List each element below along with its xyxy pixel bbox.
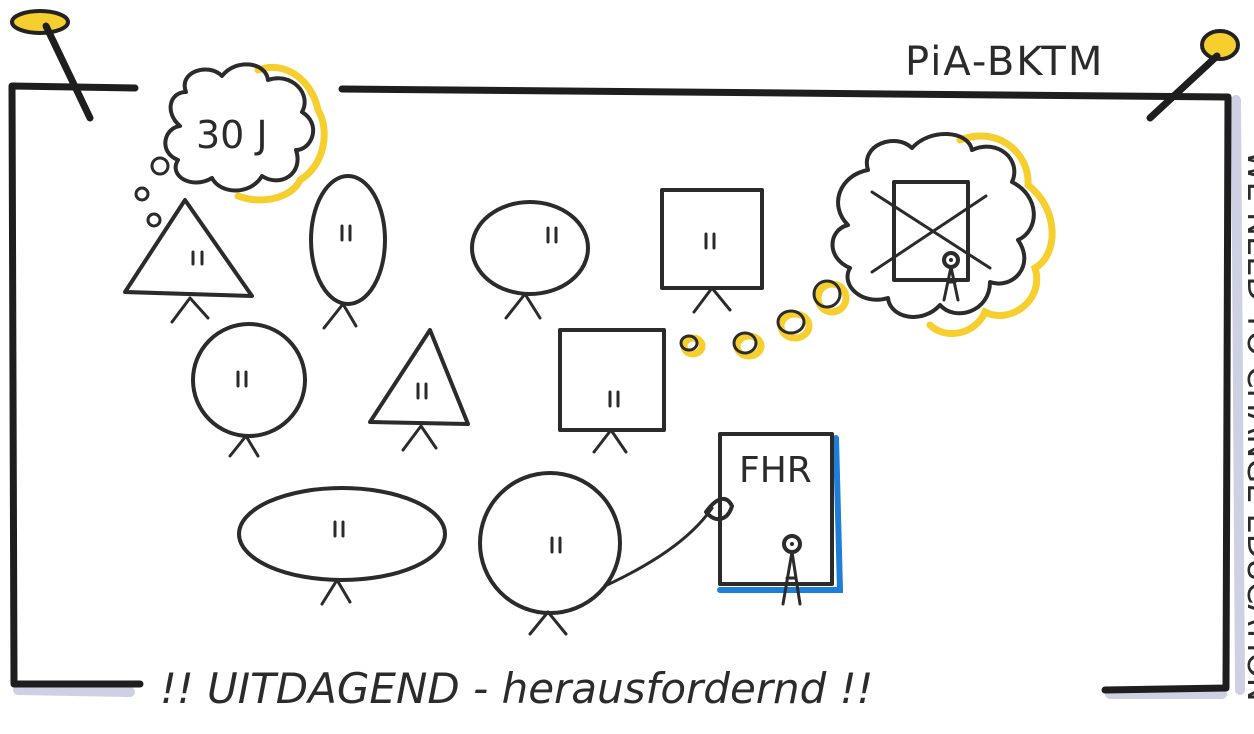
footer-caption: !! UITDAGEND - herausfordernd !! <box>160 664 873 713</box>
side-text: WE NEED TO CHANGE EDUCATION <box>1240 150 1254 702</box>
figure-triangle-small <box>368 328 470 452</box>
figure-square-mid <box>558 328 666 454</box>
frame <box>8 82 1245 699</box>
figure-presenter <box>478 471 734 636</box>
pin-left-icon <box>10 9 94 122</box>
pin-right-icon <box>1146 29 1240 122</box>
thought-bubble-left: 30 J <box>134 62 328 228</box>
board-label: FHR <box>739 450 812 491</box>
figure-circle-top <box>470 200 590 320</box>
figure-oval-tall <box>309 174 387 330</box>
figure-oval-wide <box>237 486 447 606</box>
bubble-left-text: 30 J <box>196 113 268 157</box>
figure-triangle-large <box>123 198 254 324</box>
header-tag: PiA-BKTM <box>905 39 1104 85</box>
figure-circle-mid <box>191 322 307 458</box>
thought-dots-right <box>679 279 850 360</box>
figure-square-top <box>660 188 764 314</box>
presentation-board: FHR <box>717 432 844 606</box>
thought-bubble-right <box>830 132 1056 337</box>
